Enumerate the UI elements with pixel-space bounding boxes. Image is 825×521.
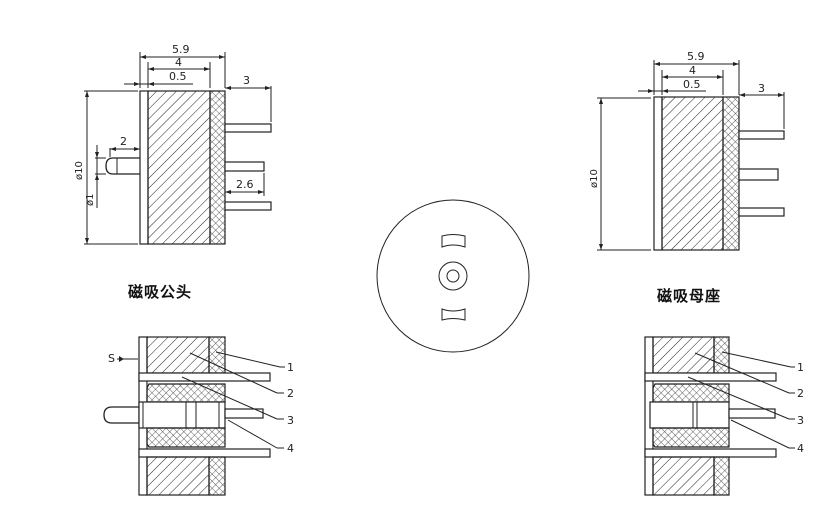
female-socket-dimensions: 5.9 4 0.5 3 ø10 xyxy=(589,50,785,251)
female-callout-2: 2 xyxy=(797,387,804,400)
male-dim-pogo-tip: 2 xyxy=(120,135,127,148)
female-dim-overall: 5.9 xyxy=(687,50,705,63)
male-callout-1: 1 xyxy=(287,361,294,374)
male-dim-magnet: 4 xyxy=(175,56,182,69)
male-dim-overall: 5.9 xyxy=(172,43,190,56)
male-dim-pin-protrusion: 3 xyxy=(243,74,250,87)
male-callout-4: 4 xyxy=(287,442,294,455)
female-socket-caption: 磁吸母座 xyxy=(657,287,722,305)
female-dim-diameter: ø10 xyxy=(589,169,600,188)
female-callout-4: 4 xyxy=(797,442,804,455)
front-view xyxy=(376,199,530,353)
female-socket-side-view xyxy=(653,96,785,251)
male-dim-pin-spacing: 2.6 xyxy=(236,178,254,191)
male-dim-cover: 0.5 xyxy=(169,70,187,83)
male-callout-3: 3 xyxy=(287,414,294,427)
male-section-view: S 1 2 3 4 xyxy=(103,336,294,496)
female-dim-cover: 0.5 xyxy=(683,78,701,91)
male-plug-caption: 磁吸公头 xyxy=(128,283,193,301)
female-section-view: 1 2 3 4 xyxy=(644,336,804,496)
female-dim-pin-protrusion: 3 xyxy=(758,82,765,95)
male-plug-dimensions: 5.9 4 0.5 3 2.6 2 ø10 xyxy=(74,43,272,245)
male-dim-pin-diameter: ø1 xyxy=(85,194,96,206)
male-dim-diameter: ø10 xyxy=(74,161,85,180)
female-callout-3: 3 xyxy=(797,414,804,427)
female-callout-1: 1 xyxy=(797,361,804,374)
female-dim-magnet: 4 xyxy=(689,64,696,77)
male-s-label: S xyxy=(108,352,115,365)
male-plug-side-view xyxy=(105,90,272,245)
male-callout-2: 2 xyxy=(287,387,294,400)
